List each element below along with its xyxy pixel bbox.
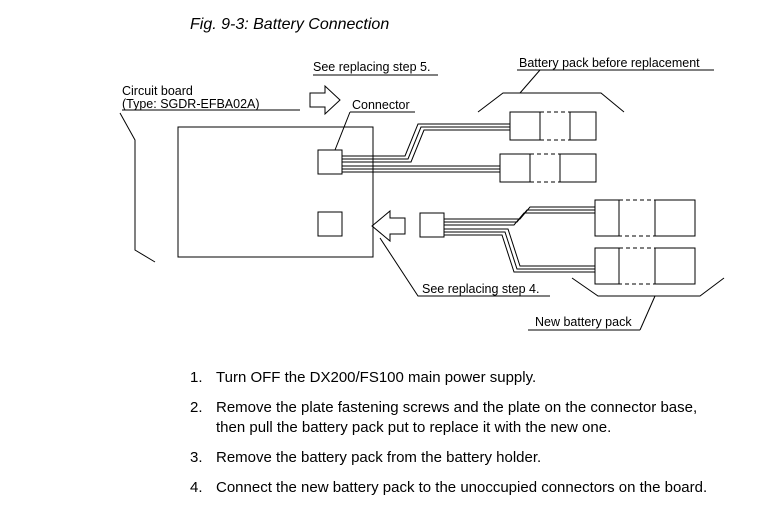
new-connector-plug (419, 212, 445, 238)
battery-before-label: Battery pack before replacement (519, 56, 700, 70)
step4-label: See replacing step 4. (422, 282, 539, 296)
battery-connection-diagram: Circuit board (Type: SGDR-EFBA02A) Conne… (119, 56, 725, 331)
step4-arrow (371, 209, 406, 243)
step5-label: See replacing step 5. (313, 60, 430, 74)
connector-pointer (334, 111, 351, 151)
step-number: 1. (190, 369, 203, 386)
new-battery-wires (444, 206, 595, 273)
step-item: 2. Remove the plate fastening screws and … (190, 398, 730, 438)
step-text: Remove the plate fastening screws and th… (216, 399, 698, 436)
figure-title: Fig. 9-3: Battery Connection (190, 16, 390, 33)
step-number: 3. (190, 449, 203, 466)
step-text: Connect the new battery pack to the unoc… (216, 479, 708, 496)
circuit-board (177, 126, 374, 258)
step-text: Turn OFF the DX200/FS100 main power supp… (216, 369, 537, 386)
new-battery-bottom (594, 247, 696, 285)
connector-label: Connector (352, 98, 410, 112)
step-text: Remove the battery pack from the battery… (216, 449, 542, 466)
step-number: 4. (190, 479, 203, 496)
connector-unoccupied (317, 211, 343, 237)
old-battery-wires (342, 123, 510, 173)
step-item: 4. Connect the new battery pack to the un… (190, 478, 730, 498)
old-battery-top (509, 111, 597, 141)
new-battery-bracket (571, 277, 725, 297)
connector-occupied (317, 149, 343, 175)
circuit-board-label: Circuit board (122, 84, 193, 98)
old-battery-bottom (499, 153, 597, 183)
new-battery-label: New battery pack (535, 315, 632, 329)
step-number: 2. (190, 399, 203, 416)
new-battery-top (594, 199, 696, 237)
procedure-steps: 1. Turn OFF the DX200/FS100 main power su… (190, 368, 730, 508)
circuit-board-bracket (119, 112, 156, 263)
step4-leader (379, 237, 550, 297)
step-item: 3. Remove the battery pack from the batte… (190, 448, 730, 468)
step5-arrow (309, 84, 341, 116)
circuit-board-type-label: (Type: SGDR-EFBA02A) (122, 97, 260, 111)
step-item: 1. Turn OFF the DX200/FS100 main power su… (190, 368, 730, 388)
old-battery-bracket (477, 92, 625, 113)
